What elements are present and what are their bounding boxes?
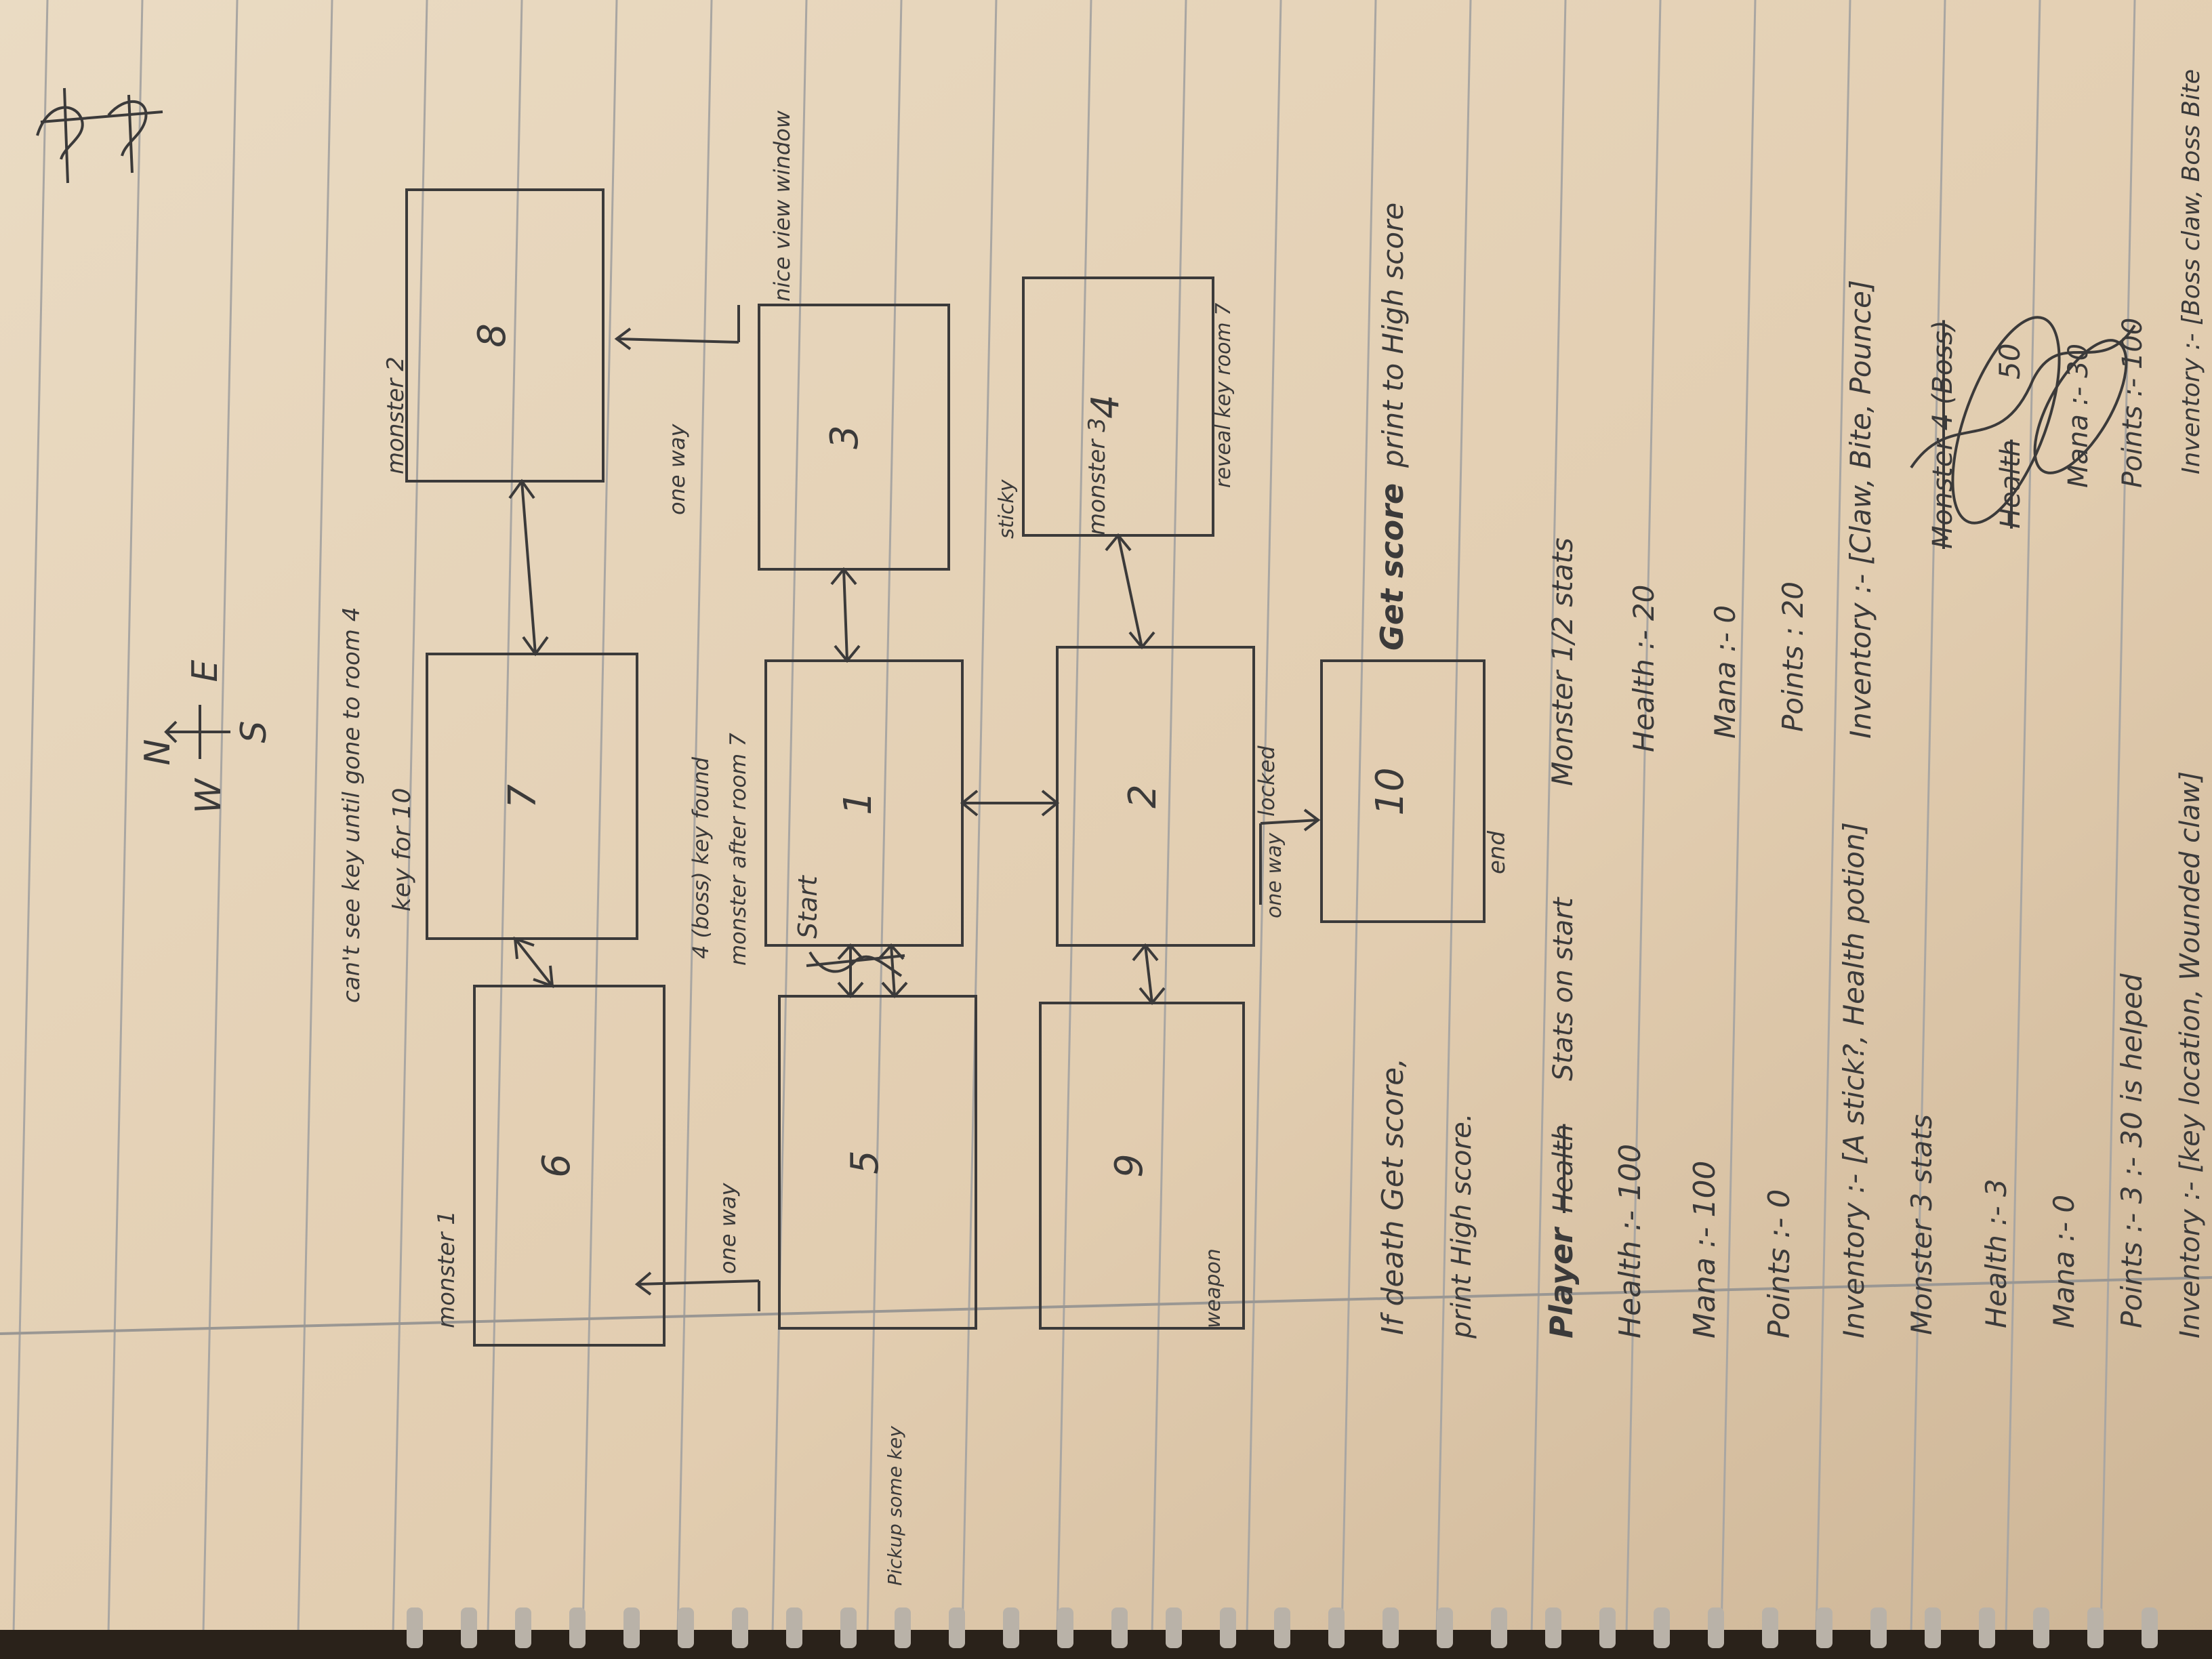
note-end: end bbox=[1483, 831, 1511, 874]
monster3-points: Points :- 3 :- 30 is helped bbox=[2115, 973, 2148, 1328]
boss-inventory: Inventory :- [Boss claw, Boss Bite bbox=[2177, 69, 2205, 474]
note-get-score: Get score bbox=[1374, 483, 1410, 651]
room-10-number: 10 bbox=[1368, 767, 1412, 815]
note-nice-view: nice view window bbox=[769, 110, 795, 302]
connection-arrows bbox=[508, 305, 1321, 1311]
note-boss-2: monster after room 7 bbox=[725, 733, 751, 966]
monster12-inventory: Inventory :- [Claw, Bite, Pounce] bbox=[1844, 280, 1877, 739]
monster3-inventory: Inventory :- [key location, Wounded claw… bbox=[2175, 771, 2206, 1338]
note-monster-1: monster 1 bbox=[433, 1210, 460, 1328]
room-9-number: 9 bbox=[1107, 1153, 1151, 1178]
room-1-number: 1 bbox=[836, 791, 880, 815]
room-7-number: 7 bbox=[501, 784, 545, 808]
room-boxes bbox=[405, 188, 1486, 1347]
note-key-for-10: key for 10 bbox=[388, 788, 416, 912]
boss-mana: Mana :- 30 bbox=[2063, 344, 2094, 488]
note-death-1: If death Get score, bbox=[1376, 1058, 1410, 1335]
room-box-7 bbox=[426, 653, 638, 940]
note-death-2: print High score. bbox=[1446, 1113, 1477, 1339]
room-box-2 bbox=[1056, 646, 1255, 947]
room-8-number: 8 bbox=[470, 323, 514, 348]
monster12-header: Monster 1/2 stats bbox=[1546, 537, 1579, 786]
room-box-3 bbox=[758, 304, 950, 571]
room-box-10 bbox=[1320, 659, 1486, 923]
boss-points: Points :- 100 bbox=[2117, 318, 2148, 488]
player-mana: Mana :- 100 bbox=[1687, 1161, 1722, 1338]
note-one-way-5: one way bbox=[715, 1183, 741, 1275]
monster12-points: Points : 20 bbox=[1776, 581, 1809, 732]
room-3-number: 3 bbox=[823, 425, 867, 449]
compass-east: E bbox=[185, 659, 226, 682]
note-reveal-key: reveal key room 7 bbox=[1212, 303, 1235, 488]
note-start: Start bbox=[793, 874, 823, 939]
room-5-number: 5 bbox=[843, 1150, 887, 1174]
compass-north: N bbox=[138, 739, 178, 766]
monster3-health: Health :- 3 bbox=[1980, 1179, 2013, 1328]
room-box-9 bbox=[1039, 1002, 1245, 1330]
player-points: Points :- 0 bbox=[1762, 1189, 1797, 1338]
compass-west: W bbox=[188, 777, 229, 814]
room-6-number: 6 bbox=[535, 1153, 579, 1178]
note-boss-1: 4 (boss) key found bbox=[688, 756, 714, 959]
player-inventory: Inventory :- [A stick?, Health potion] bbox=[1837, 822, 1870, 1338]
monster3-mana: Mana :- 0 bbox=[2047, 1195, 2081, 1328]
ruled-lines bbox=[12, 0, 2136, 1634]
room-4-number: 4 bbox=[1084, 394, 1128, 419]
boss-scribble bbox=[1910, 316, 2136, 525]
monster12-health: Health :- 20 bbox=[1627, 585, 1660, 752]
note-one-way-3: one way bbox=[664, 424, 690, 516]
note-sticky: sticky bbox=[995, 478, 1019, 539]
player-health: Health :- 100 bbox=[1613, 1144, 1647, 1338]
monster3-header: Monster 3 stats bbox=[1905, 1114, 1938, 1335]
note-monster-3: monster 3 bbox=[1084, 417, 1111, 535]
room-2-number: 2 bbox=[1121, 784, 1165, 808]
crossed-scribble bbox=[806, 951, 905, 977]
monster12-mana: Mana :- 0 bbox=[1708, 605, 1742, 739]
spiral-binding bbox=[0, 1607, 2212, 1659]
corner-scribble bbox=[36, 87, 163, 184]
note-locked: locked bbox=[1254, 745, 1279, 817]
note-pickup: Pickup some key bbox=[884, 1426, 906, 1586]
room-box-5 bbox=[778, 995, 977, 1330]
note-monster-2: monster 2 bbox=[382, 356, 409, 474]
player-header-crossed: Health bbox=[1548, 1124, 1579, 1213]
note-cant-see-key: can't see key until gone to room 4 bbox=[338, 607, 365, 1003]
player-header-tail: Stats on start bbox=[1548, 897, 1579, 1081]
note-weapon: weapon bbox=[1202, 1248, 1225, 1328]
room-box-8 bbox=[405, 188, 605, 483]
note-one-way-2: one way bbox=[1263, 832, 1286, 918]
room-box-6 bbox=[473, 985, 665, 1347]
compass-south: S bbox=[234, 720, 274, 743]
player-header: Player bbox=[1543, 1226, 1580, 1338]
margin-line bbox=[0, 1276, 2212, 1335]
compass bbox=[164, 705, 230, 759]
boss-health-value: 50 bbox=[1993, 344, 2026, 380]
note-print-high-score: print to High score bbox=[1376, 203, 1410, 468]
